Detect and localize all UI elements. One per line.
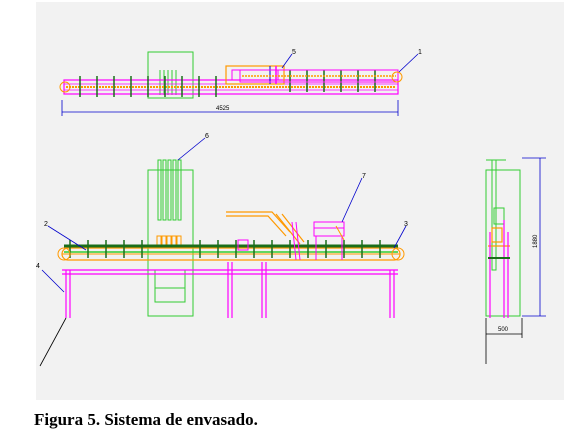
top-view-capper [225,65,285,85]
front-view: 6 7 2 3 4 [36,133,408,367]
label-3: 3 [404,221,408,228]
top-view: 4525 5 1 [59,49,422,116]
top-view-outfeed [239,69,399,83]
figure-caption: Figura 5. Sistema de envasado. [34,410,258,429]
label-1: 1 [418,49,422,56]
length-dimension-line [61,100,399,116]
label-2: 2 [44,221,48,228]
top-view-tower [147,51,194,99]
front-view-tubes [157,159,182,221]
height-dimension: 1880 [533,234,539,248]
front-view-labeler [313,221,345,260]
top-view-conveyor [63,79,399,95]
label-6: 6 [205,133,209,140]
side-view-tower [485,169,521,317]
label-5: 5 [292,49,296,56]
height-dimension-line [522,157,546,317]
front-view-frame [62,262,398,318]
label-7: 7 [362,173,366,180]
drawing-panel [36,2,564,400]
width-dimension-line [485,318,523,364]
label-4: 4 [36,263,40,270]
length-dimension: 4525 [216,106,230,112]
side-view: 1880 500 [485,157,546,364]
width-dimension: 500 [498,327,509,333]
top-view-crossbars [79,70,376,97]
